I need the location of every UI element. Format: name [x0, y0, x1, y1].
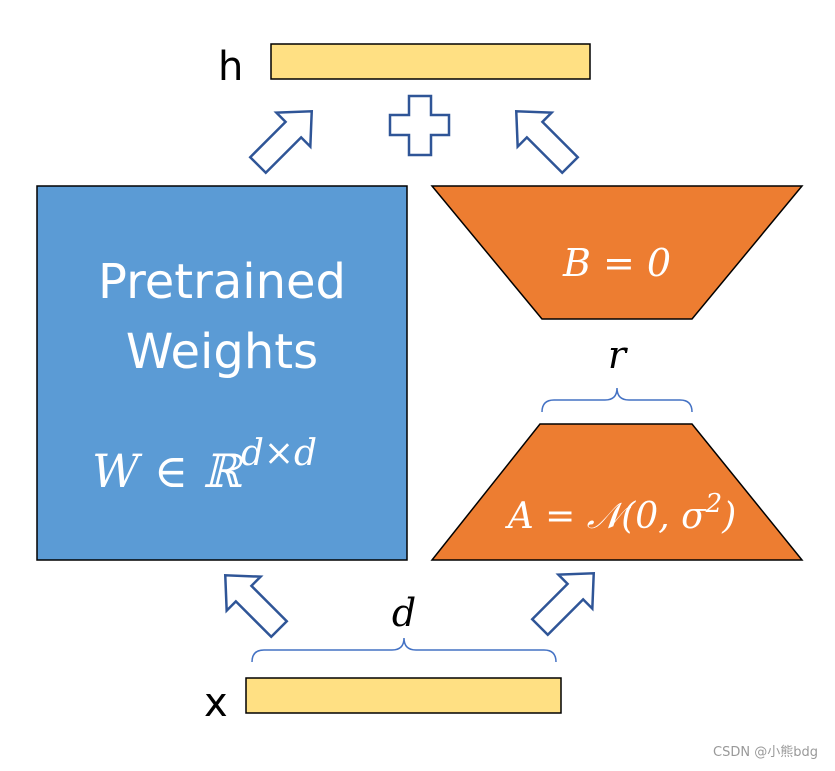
plus-icon	[388, 94, 451, 157]
matrix-a-label-main: A = 𝒩(0, σ	[505, 496, 707, 537]
matrix-b-label: B = 0	[562, 241, 671, 285]
pretrained-line1: Pretrained	[98, 254, 346, 310]
input-label: x	[204, 680, 228, 726]
input-bar	[245, 677, 562, 714]
pretrained-weights-box	[36, 185, 408, 561]
matrix-a-trapezoid	[430, 423, 804, 561]
pretrained-formula-exp: d×d	[241, 433, 317, 474]
output-bar	[270, 43, 591, 80]
rank-brace	[541, 387, 693, 413]
output-label: h	[218, 44, 243, 90]
arrow-up-left-bottom-icon	[223, 573, 289, 639]
watermark: CSDN @小熊bdg	[713, 744, 818, 760]
pretrained-formula: W ∈ ℝd×d	[92, 433, 317, 498]
matrix-a-label-tail: )	[721, 496, 736, 537]
matrix-a-label: A = 𝒩(0, σ2)	[505, 489, 737, 537]
matrix-b-trapezoid	[430, 185, 804, 320]
dimension-brace	[251, 637, 557, 663]
arrow-up-right-bottom-icon	[530, 571, 596, 637]
dimension-label: d	[392, 591, 416, 635]
pretrained-line2: Weights	[126, 324, 318, 380]
pretrained-formula-base: W ∈ ℝ	[92, 444, 244, 498]
arrow-up-left-top-icon	[514, 109, 580, 175]
rank-label: r	[608, 333, 629, 377]
matrix-a-label-exp: 2	[705, 489, 723, 519]
arrow-up-right-top-icon	[248, 109, 314, 175]
